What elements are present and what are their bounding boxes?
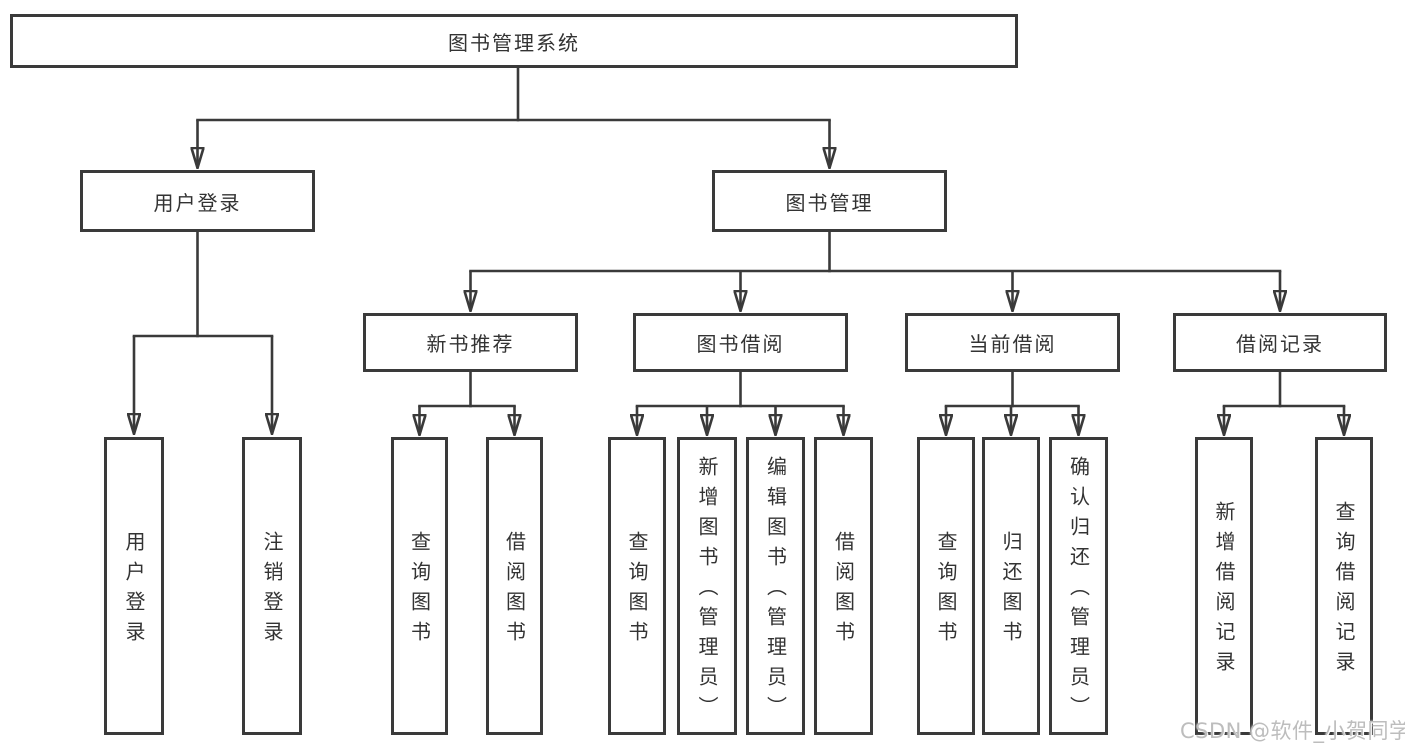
node-label: 编辑图书（管理员） [763,456,788,726]
node-label: 查询借阅记录 [1332,501,1356,681]
node-label: 图书借阅 [696,332,785,356]
node-label: 借阅记录 [1236,332,1324,356]
node-leaf-confirm-return-admin: 确认归还（管理员） [1049,437,1108,735]
node-label: 用户登录 [122,531,146,651]
node-label: 查询图书 [625,531,649,651]
node-leaf-edit-books-admin: 编辑图书（管理员） [746,437,805,735]
node-label: 当前借阅 [968,332,1057,356]
node-user-login-branch: 用户登录 [80,170,315,232]
node-label: 新增借阅记录 [1212,501,1236,681]
node-label: 新增图书（管理员） [695,456,719,726]
node-leaf-query-borrow-record: 查询借阅记录 [1315,437,1373,735]
node-label: 查询图书 [407,531,432,651]
node-new-book-recommendation: 新书推荐 [363,313,578,372]
connector-arrows [134,120,1344,435]
node-library-management-system: 图书管理系统 [10,14,1018,68]
node-label: 借阅图书 [831,531,856,651]
node-leaf-borrow-books-1: 借阅图书 [486,437,543,735]
node-leaf-query-books-1: 查询图书 [391,437,448,735]
node-label: 确认归还（管理员） [1066,456,1091,726]
node-current-borrowing: 当前借阅 [905,313,1120,372]
node-leaf-add-borrow-record: 新增借阅记录 [1195,437,1253,735]
node-label: 图书管理系统 [448,30,580,55]
node-leaf-query-books-3: 查询图书 [917,437,975,735]
node-book-management: 图书管理 [712,170,947,232]
node-label: 归还图书 [999,531,1023,651]
node-leaf-user-login: 用户登录 [104,437,164,735]
node-leaf-logout: 注销登录 [242,437,302,735]
node-label: 查询图书 [934,531,958,651]
csdn-watermark: CSDN @软件_小贺同学 [1180,719,1405,743]
connector-rails [132,66,1346,408]
node-label: 借阅图书 [502,531,527,651]
node-leaf-borrow-books-2: 借阅图书 [814,437,873,735]
node-label: 图书管理 [785,190,874,215]
node-book-borrowing: 图书借阅 [633,313,848,372]
node-leaf-query-books-2: 查询图书 [608,437,666,735]
node-borrowing-records: 借阅记录 [1173,313,1387,372]
node-leaf-return-books: 归还图书 [982,437,1040,735]
node-label: 注销登录 [260,531,284,651]
node-label: 用户登录 [153,190,242,215]
node-label: 新书推荐 [426,332,515,356]
node-leaf-add-books-admin: 新增图书（管理员） [677,437,737,735]
